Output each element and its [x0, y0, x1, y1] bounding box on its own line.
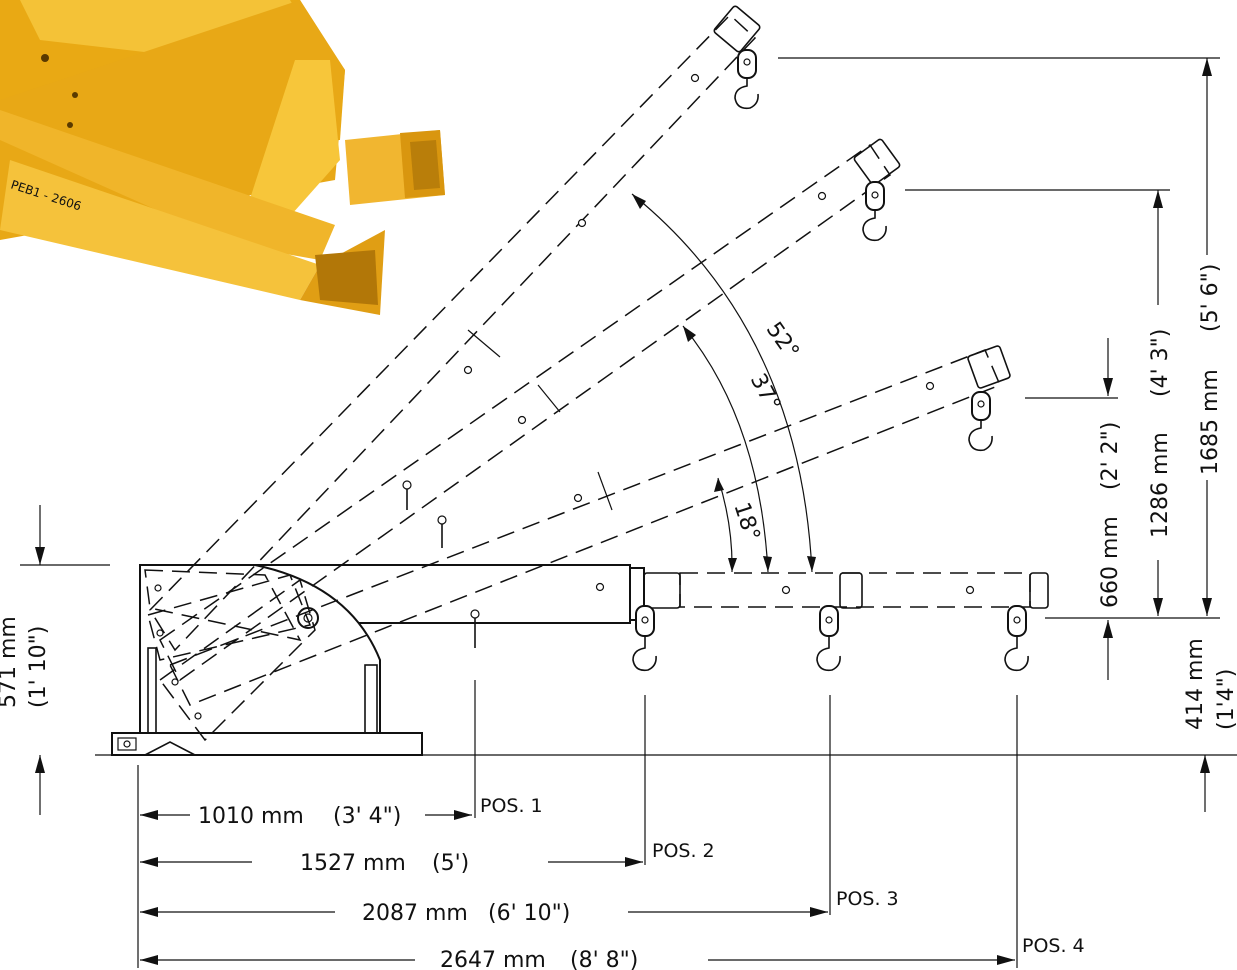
dim-rise-37-metric: 1286 mm	[1148, 432, 1173, 538]
dim-pos3-imperial: (6' 10")	[488, 901, 570, 926]
dim-rise-52-imperial: (5' 6")	[1198, 264, 1223, 332]
boom-handle-pos4	[1029, 572, 1049, 609]
dim-pos2-metric: 1527 mm	[300, 851, 406, 876]
dim-pos4-metric: 2647 mm	[440, 948, 546, 970]
boom-handle	[643, 572, 681, 609]
base-frame	[111, 564, 681, 756]
hook-position-1	[632, 605, 657, 672]
dim-rise-18-metric: 660 mm	[1098, 516, 1123, 608]
pos3-label: POS. 3	[836, 888, 899, 910]
boom-angle-52	[149, 5, 761, 652]
dim-base-height-imperial: (1' 10")	[26, 626, 51, 708]
boom-position-telescoped	[679, 572, 1049, 672]
dim-rise-37: 1286 mm (4' 3")	[1148, 329, 1173, 538]
locking-pin-head	[470, 609, 480, 619]
photo-bolt-hole	[41, 54, 49, 62]
dim-pos1-metric: 1010 mm	[198, 804, 304, 829]
dim-rise-18-imperial: (2' 2")	[1098, 422, 1123, 490]
pos4-label: POS. 4	[1022, 935, 1085, 957]
angle-18-label: 18°	[728, 499, 764, 544]
dim-rise-52-metric: 1685 mm	[1198, 369, 1223, 475]
angle-37-label: 37°	[745, 370, 785, 416]
dim-hook-drop-metric: 414 mm	[1183, 638, 1208, 730]
chain-bracket	[117, 737, 137, 751]
dim-rise-37-imperial: (4' 3")	[1148, 329, 1173, 397]
hook-position-3	[816, 605, 841, 672]
product-photo: PEB1 - 2606	[0, 0, 445, 315]
angle-52-label: 52°	[761, 318, 804, 364]
dim-pos4-imperial: (8' 8")	[570, 948, 638, 970]
boom-hole	[595, 582, 605, 592]
pos2-label: POS. 2	[652, 840, 715, 862]
dim-rise-18: 660 mm (2' 2")	[1098, 422, 1123, 608]
photo-fork-opening-right	[410, 140, 440, 190]
arc-37	[682, 325, 769, 573]
boom-angle-37	[159, 138, 901, 682]
ghost-side-plates	[144, 569, 316, 742]
horizontal-dimension-lines	[140, 810, 1015, 965]
dim-hook-drop-imperial: (1'4")	[1214, 669, 1237, 730]
tie-down-clamp	[144, 741, 196, 756]
extension-lines	[20, 57, 1237, 968]
dim-base-height: 571 mm (1' 10")	[0, 616, 51, 708]
photo-base-top	[0, 110, 335, 260]
pos1-label: POS. 1	[480, 795, 543, 817]
dim-base-height-metric: 571 mm	[0, 616, 21, 708]
photo-fork-opening-left	[315, 250, 378, 305]
angle-arcs	[631, 193, 816, 573]
photo-bolt-hole	[67, 122, 73, 128]
dim-pos3-metric: 2087 mm	[362, 901, 468, 926]
dim-rise-52: 1685 mm (5' 6")	[1198, 264, 1223, 475]
dim-pos1-imperial: (3' 4")	[333, 804, 401, 829]
dim-hook-drop: 414 mm (1'4")	[1183, 638, 1237, 730]
vertical-dimension-lines	[35, 58, 1212, 815]
boom-handle-pos3	[839, 572, 863, 609]
hook-position-4	[1004, 605, 1029, 672]
side-plate	[139, 564, 381, 736]
boom-angle-18	[168, 345, 1011, 706]
photo-fork-pocket-left	[0, 160, 320, 300]
boom-extension	[679, 572, 1031, 608]
arc-52	[631, 193, 813, 573]
chain-hole	[123, 740, 131, 748]
dim-pos2-imperial: (5')	[432, 851, 469, 876]
photo-bolt-hole	[72, 92, 78, 98]
fork-pocket-base	[111, 732, 423, 756]
